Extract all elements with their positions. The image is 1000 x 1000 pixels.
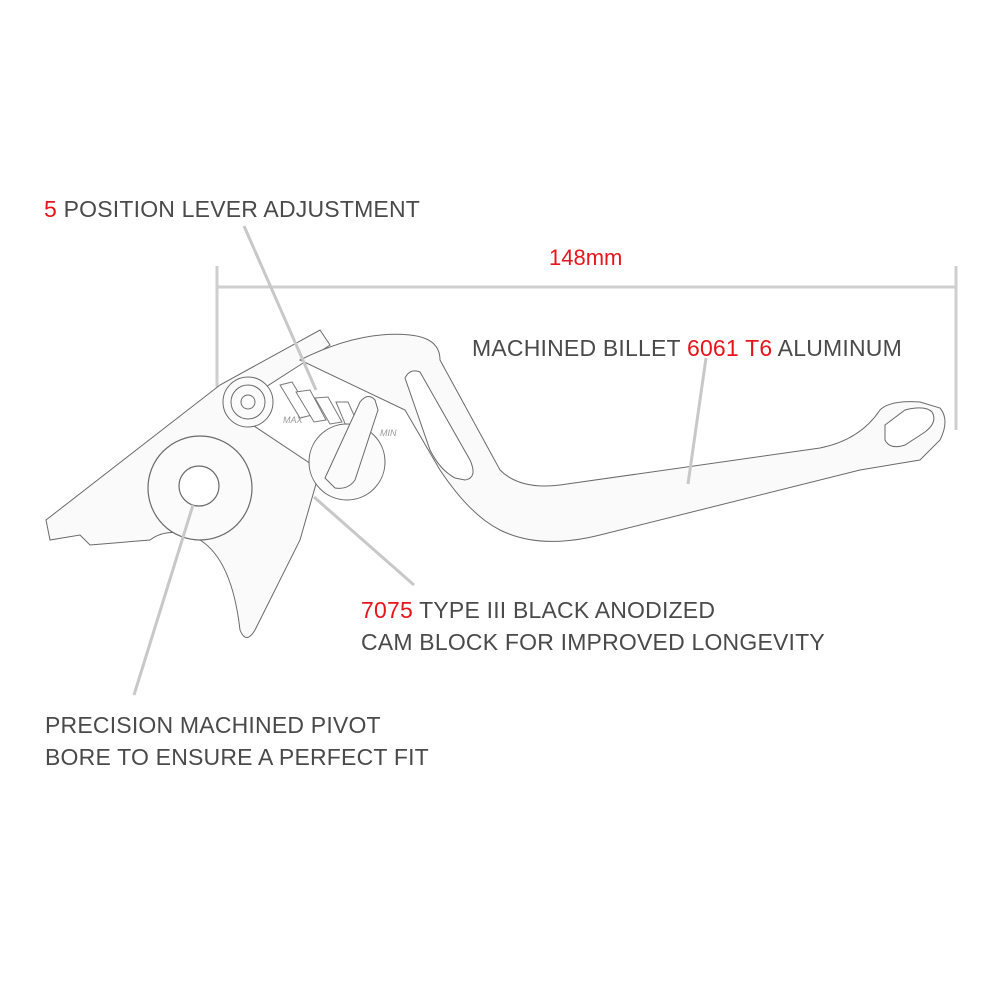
callout-highlight: 5	[44, 196, 57, 222]
leader-lines	[132, 225, 708, 696]
length-dimension-label: 148mm	[549, 245, 623, 270]
callout-line2: CAM BLOCK FOR IMPROVED LONGEVITY	[361, 629, 825, 655]
pivot-bore	[147, 435, 253, 541]
callout-lever-adjustment: 5 POSITION LEVER ADJUSTMENT	[44, 193, 420, 225]
callout-pivot-bore: PRECISION MACHINED PIVOT BORE TO ENSURE …	[45, 709, 429, 773]
callout-cam-block: 7075 TYPE III BLACK ANODIZED CAM BLOCK F…	[361, 594, 825, 658]
adjuster-bolt	[222, 376, 274, 428]
callout-line2: BORE TO ENSURE A PERFECT FIT	[45, 744, 429, 770]
callout-text: POSITION LEVER ADJUSTMENT	[57, 196, 421, 222]
callout-material: MACHINED BILLET 6061 T6 ALUMINUM	[472, 332, 902, 364]
callout-line1: PRECISION MACHINED PIVOT	[45, 712, 381, 738]
min-marking: MIN	[380, 428, 397, 438]
callout-highlight: 6061 T6	[686, 335, 773, 361]
max-marking: MAX	[283, 415, 303, 425]
callout-line1: TYPE III BLACK ANODIZED	[412, 597, 716, 623]
callout-prefix: MACHINED BILLET	[472, 335, 687, 361]
cam-adjuster-knob	[308, 396, 386, 501]
callout-highlight: 7075	[361, 597, 413, 623]
callout-suffix: ALUMINUM	[772, 335, 902, 361]
